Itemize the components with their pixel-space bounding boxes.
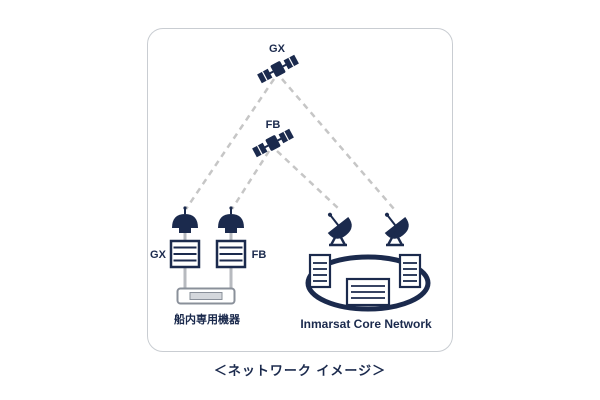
gx-satellite-icon bbox=[257, 54, 299, 84]
gx-equipment-label: GX bbox=[150, 249, 166, 261]
core-network-ring-icon bbox=[305, 254, 431, 312]
server-center-icon bbox=[345, 277, 391, 307]
fb-satellite-icon bbox=[252, 128, 294, 158]
ship-equipment-caption: 船内専用機器 bbox=[174, 314, 240, 326]
gx-rack-icon bbox=[169, 239, 201, 269]
fb-satellite-label: FB bbox=[265, 119, 281, 131]
radome-fb-icon bbox=[218, 206, 244, 233]
dish-antenna-right-icon bbox=[384, 212, 409, 247]
server-left-icon bbox=[308, 253, 332, 289]
diagram-graphics bbox=[169, 54, 431, 312]
satellite-link-lines bbox=[184, 78, 395, 210]
radome-gx-icon bbox=[172, 206, 198, 233]
fb-rack-icon bbox=[215, 239, 247, 269]
server-right-icon bbox=[398, 253, 422, 289]
dish-antenna-left-icon bbox=[327, 212, 352, 247]
core-network-caption: Inmarsat Core Network bbox=[300, 317, 432, 331]
page-caption: ＜ネットワーク イメージ＞ bbox=[213, 363, 387, 378]
gx-satellite-label: GX bbox=[269, 43, 285, 55]
diagram-card: GX FB GX FB 船内専用機器 Inmarsat Core Network bbox=[147, 28, 453, 352]
fb-equipment-label: FB bbox=[251, 249, 267, 261]
ship-terminal-icon bbox=[176, 287, 236, 305]
